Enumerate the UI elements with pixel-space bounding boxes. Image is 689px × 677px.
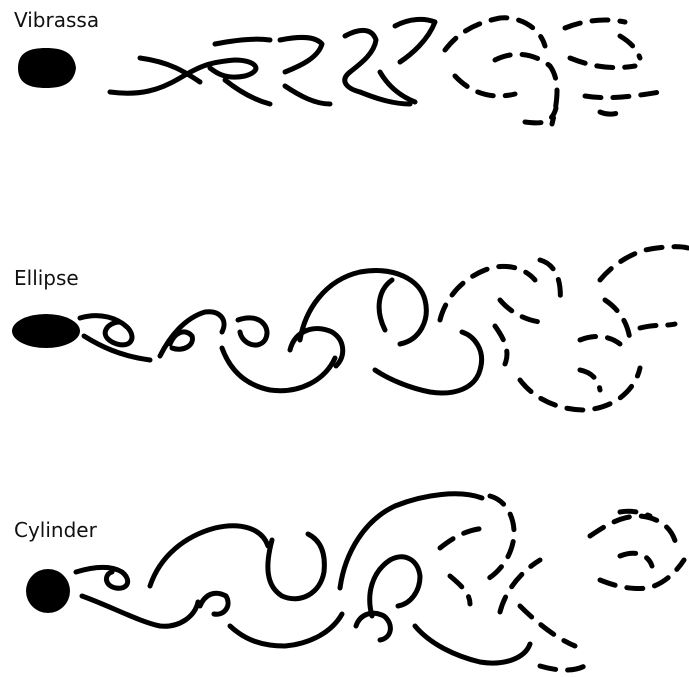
ellipse-body [12,314,80,348]
vibrassa-panel: Vibrassa [0,0,689,140]
vibrassa-wake-solid [110,19,435,104]
cylinder-body [26,569,70,613]
vibrassa-wake-dashed [445,18,660,124]
vibrassa-wake-diagram [0,0,689,140]
ellipse-wake-diagram [0,240,689,430]
cylinder-wake-dashed [440,496,684,670]
ellipse-wake-dashed [440,247,688,410]
cylinder-wake-solid [76,494,530,663]
cylinder-panel: Cylinder [0,476,689,676]
vibrissa-body [18,48,76,88]
cylinder-wake-diagram [0,476,689,676]
ellipse-panel: Ellipse [0,240,689,430]
ellipse-wake-solid [80,271,482,393]
